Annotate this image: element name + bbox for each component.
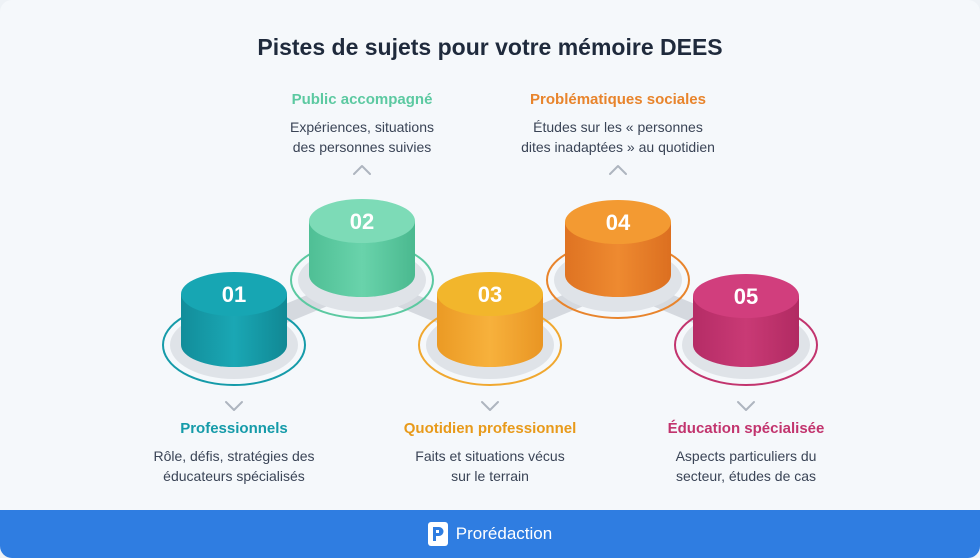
steps-diagram: 01 02 03 04 [162,165,818,411]
proredaction-logo-icon [427,522,448,546]
step-title-01: Professionnels [180,420,288,437]
step-desc-05-line-1: Aspects particuliers du [675,448,817,464]
step-number-01: 01 [222,282,246,307]
step-title-04: Problématiques sociales [530,91,706,108]
step-desc-03-line-1: Faits et situations vécus [415,448,565,464]
step-03: 03 [418,272,562,386]
step-desc-02-line-1: Expériences, situations [290,119,434,135]
step-number-03: 03 [478,282,502,307]
step-desc-03-line-2: sur le terrain [451,468,529,484]
page-title: Pistes de sujets pour votre mémoire DEES [257,34,723,60]
step-desc-02: Expériences, situations des personnes su… [242,117,482,157]
step-desc-01-line-1: Rôle, défis, stratégies des [153,448,315,464]
brand[interactable]: Prorédaction [0,510,980,558]
chevron-down-icon [225,401,243,411]
step-desc-05-line-2: secteur, études de cas [675,468,817,484]
step-04: 04 [546,200,690,319]
step-desc-01-line-2: éducateurs spécialisés [163,468,305,484]
chevron-down-icon [737,401,755,411]
step-number-05: 05 [734,284,758,309]
step-desc-02-line-2: des personnes suivies [292,139,432,155]
step-number-02: 02 [350,209,374,234]
step-02: 02 [290,199,434,319]
chevron-down-icon [481,401,499,411]
step-title-03: Quotidien professionnel [403,420,577,437]
step-desc-04-line-1: Études sur les « personnes [533,119,703,135]
step-title-05: Éducation spécialisée [667,420,825,437]
step-05: 05 [674,274,818,386]
step-title-02: Public accompagné [291,91,433,108]
step-desc-01: Rôle, défis, stratégies des éducateurs s… [114,446,354,486]
step-desc-04-line-2: dites inadaptées » au quotidien [521,139,715,155]
footer-bar: Prorédaction [0,510,980,558]
step-desc-03: Faits et situations vécus sur le terrain [370,446,610,486]
step-01: 01 [162,272,306,386]
chevron-up-icon [609,165,627,175]
step-number-04: 04 [606,210,631,235]
brand-name: Prorédaction [455,524,553,543]
step-desc-05: Aspects particuliers du secteur, études … [626,446,866,486]
chevron-up-icon [353,165,371,175]
step-desc-04: Études sur les « personnes dites inadapt… [498,117,738,157]
